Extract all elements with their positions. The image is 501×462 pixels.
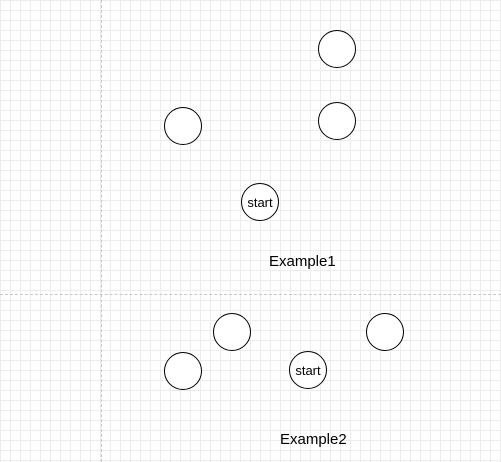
horizontal-divider (0, 294, 501, 295)
example2-circle-upper-left[interactable] (213, 313, 251, 351)
example1-circle-left[interactable] (164, 107, 202, 145)
example2-circle-lower-left[interactable] (164, 352, 202, 390)
example1-start-label: start (247, 194, 273, 210)
example1-caption: Example1 (269, 253, 336, 270)
example2-circle-right[interactable] (366, 313, 404, 351)
example1-start-node[interactable]: start (241, 183, 279, 221)
example2-start-label: start (295, 362, 321, 378)
example2-start-node[interactable]: start (289, 351, 327, 389)
example1-circle-top-right[interactable] (318, 30, 356, 68)
example1-circle-right[interactable] (318, 102, 356, 140)
vertical-divider (101, 0, 102, 462)
example2-caption: Example2 (280, 431, 347, 448)
